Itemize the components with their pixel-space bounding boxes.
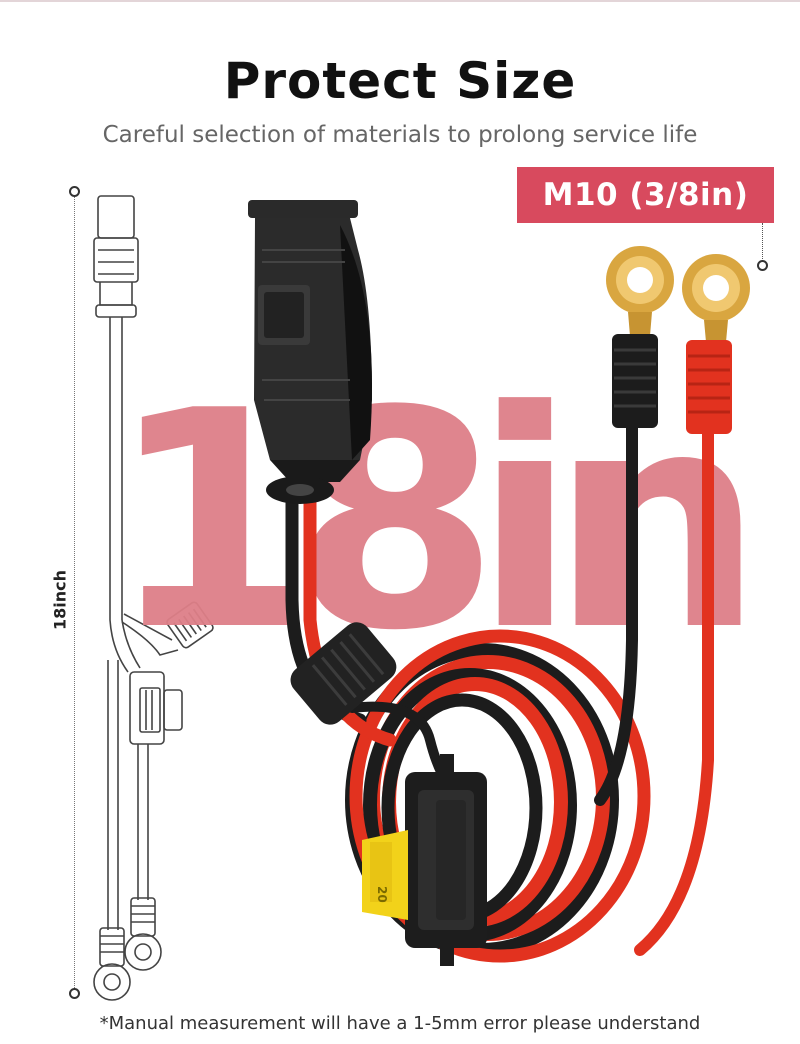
page-title: Protect Size xyxy=(223,52,577,110)
fuse-rating: 20 xyxy=(375,886,389,903)
fuse-holder: 20 xyxy=(362,754,487,966)
dimension-line xyxy=(74,192,75,992)
top-divider xyxy=(0,0,800,2)
black-ring-terminal xyxy=(606,246,674,428)
red-ring-terminal xyxy=(682,254,750,434)
dimension-dot-bottom xyxy=(69,988,80,999)
page-subtitle: Careful selection of materials to prolon… xyxy=(102,122,698,148)
measurement-footnote: *Manual measurement will have a 1-5mm er… xyxy=(99,1013,701,1034)
ring-size-badge: M10 (3/8in) xyxy=(517,167,774,223)
badge-leader-dot xyxy=(757,260,768,271)
dimension-dot-top xyxy=(69,186,80,197)
badge-leader-line xyxy=(762,223,763,261)
sae-connector xyxy=(248,200,372,504)
fuse-cap xyxy=(290,622,397,725)
